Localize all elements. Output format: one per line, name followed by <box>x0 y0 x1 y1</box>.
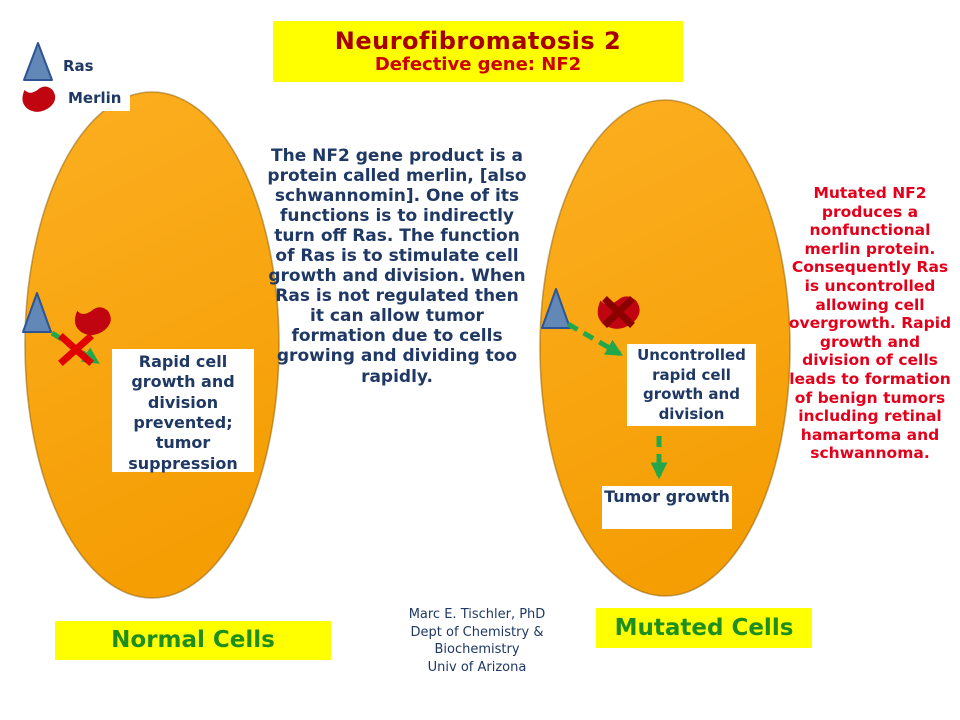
ras-signal-arrow-mutated <box>566 321 623 357</box>
normal-cells-label: Normal Cells <box>55 621 331 660</box>
slide-subtitle: Defective gene: NF2 <box>374 53 582 75</box>
nonfunctional-x-icon <box>602 296 635 328</box>
credit-univ: Univ of Arizona <box>427 659 527 675</box>
tumor-growth-box: Tumor growth <box>602 486 732 529</box>
ras-icon-mutated <box>541 288 571 329</box>
ras-icon-normal <box>22 292 52 333</box>
merlin-legend-label: Merlin <box>60 86 131 111</box>
normal-result-box: Rapid cell growth and division prevented… <box>112 349 254 473</box>
credit-dept2: Biochemistry <box>434 642 520 658</box>
mutated-explanation-text: Mutated NF2 produces a nonfunctional mer… <box>788 184 952 463</box>
merlin-icon-normal <box>74 307 111 335</box>
credit-block: Marc E. Tischler, PhD Dept of Chemistry … <box>367 606 587 676</box>
credit-author: Marc E. Tischler, PhD <box>408 607 546 622</box>
blocked-x-icon <box>58 333 94 366</box>
normal-cell-ellipse <box>24 91 280 599</box>
credit-dept: Dept of Chemistry & <box>410 624 544 640</box>
title-banner: Neurofibromatosis 2 Defective gene: NF2 <box>273 21 683 82</box>
ras-legend-label: Ras <box>63 57 94 75</box>
slide-title: Neurofibromatosis 2 <box>334 27 622 56</box>
ras-legend-icon <box>23 42 53 81</box>
mutated-cells-label: Mutated Cells <box>596 608 812 648</box>
mutated-result-box: Uncontrolled rapid cell growth and divis… <box>627 344 756 426</box>
merlin-legend-icon <box>22 86 56 112</box>
normal-explanation-text: The NF2 gene product is a protein called… <box>267 146 527 387</box>
